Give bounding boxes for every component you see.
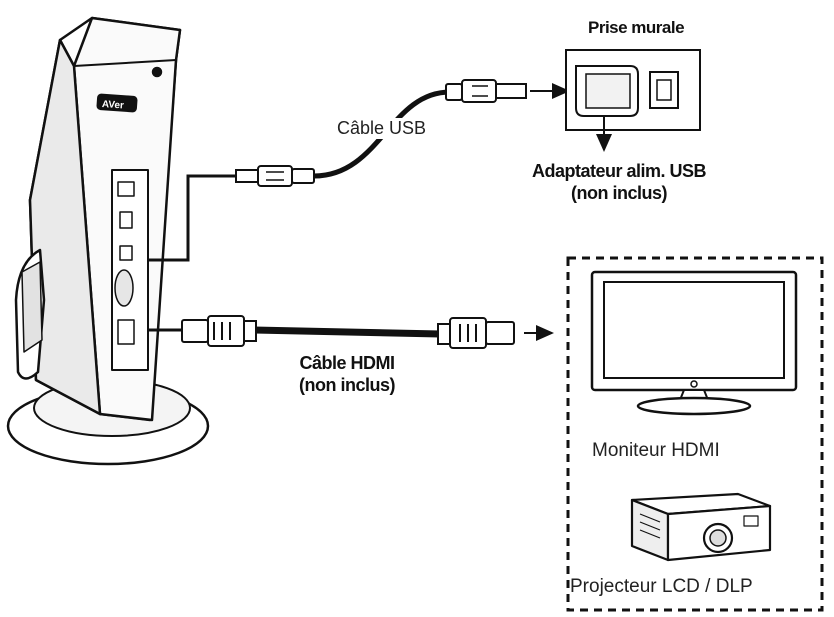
document-camera-icon: AVer [6, 16, 210, 466]
hdmi-cable [148, 326, 441, 338]
usb-adapter-icon [575, 65, 639, 117]
usb-cable-label: Câble USB [333, 118, 431, 139]
display-devices-box [566, 256, 824, 612]
monitor-icon [590, 270, 798, 416]
usb-adapter-label: Adaptateur alim. USB (non inclus) [494, 160, 744, 204]
usb-plug-icon [235, 165, 315, 187]
hdmi-plug-icon [437, 317, 515, 349]
projector-label: Projecteur LCD / DLP [570, 576, 753, 597]
wall-outlet-label: Prise murale [588, 18, 685, 37]
hdmi-cable-label-line1: Câble HDMI [299, 353, 395, 373]
usb-adapter-label-line1: Adaptateur alim. USB [531, 161, 707, 181]
usb-adapter-label-line2: (non inclus) [571, 183, 668, 203]
device-logo: AVer [101, 99, 124, 112]
hdmi-cable-label: Câble HDMI (non inclus) [262, 352, 432, 396]
hdmi-plug-icon [181, 315, 257, 347]
projector-icon [630, 492, 772, 562]
hdmi-monitor-label: Moniteur HDMI [592, 440, 720, 461]
usb-plug-icon [445, 79, 527, 103]
hdmi-cable-label-line2: (non inclus) [299, 375, 396, 395]
